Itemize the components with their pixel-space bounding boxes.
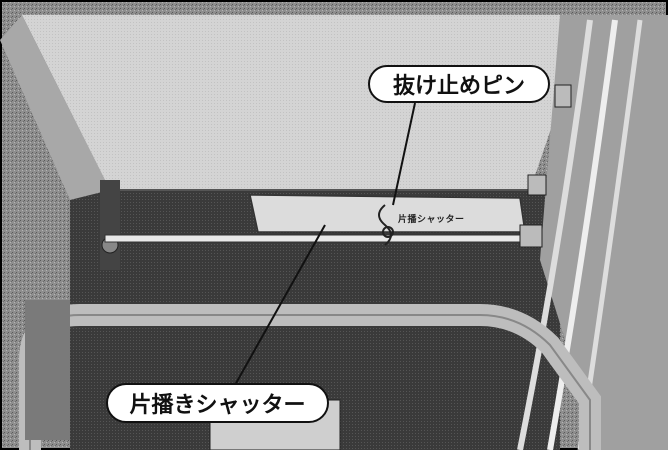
retaining-pin bbox=[378, 204, 392, 246]
shutter-callout: 片播きシャッター bbox=[106, 383, 329, 423]
right-frame bbox=[540, 15, 668, 450]
pin-leader-line bbox=[392, 102, 416, 206]
right-rail-2 bbox=[547, 19, 618, 450]
left-bracket bbox=[100, 180, 120, 270]
retaining-pin-callout: 抜け止めピン bbox=[368, 65, 550, 103]
left-crossbar bbox=[25, 300, 70, 440]
bolt-1 bbox=[519, 224, 543, 248]
hopper-body bbox=[22, 15, 590, 190]
shutter-plate-label: 片播シャッター bbox=[398, 215, 465, 225]
hopper-left-wall bbox=[0, 15, 110, 200]
shutter-rod bbox=[104, 234, 536, 243]
bolt-2 bbox=[527, 174, 547, 196]
shutter-leader-line bbox=[234, 224, 326, 386]
right-rail-1 bbox=[517, 19, 593, 450]
bolt-3 bbox=[554, 84, 572, 108]
